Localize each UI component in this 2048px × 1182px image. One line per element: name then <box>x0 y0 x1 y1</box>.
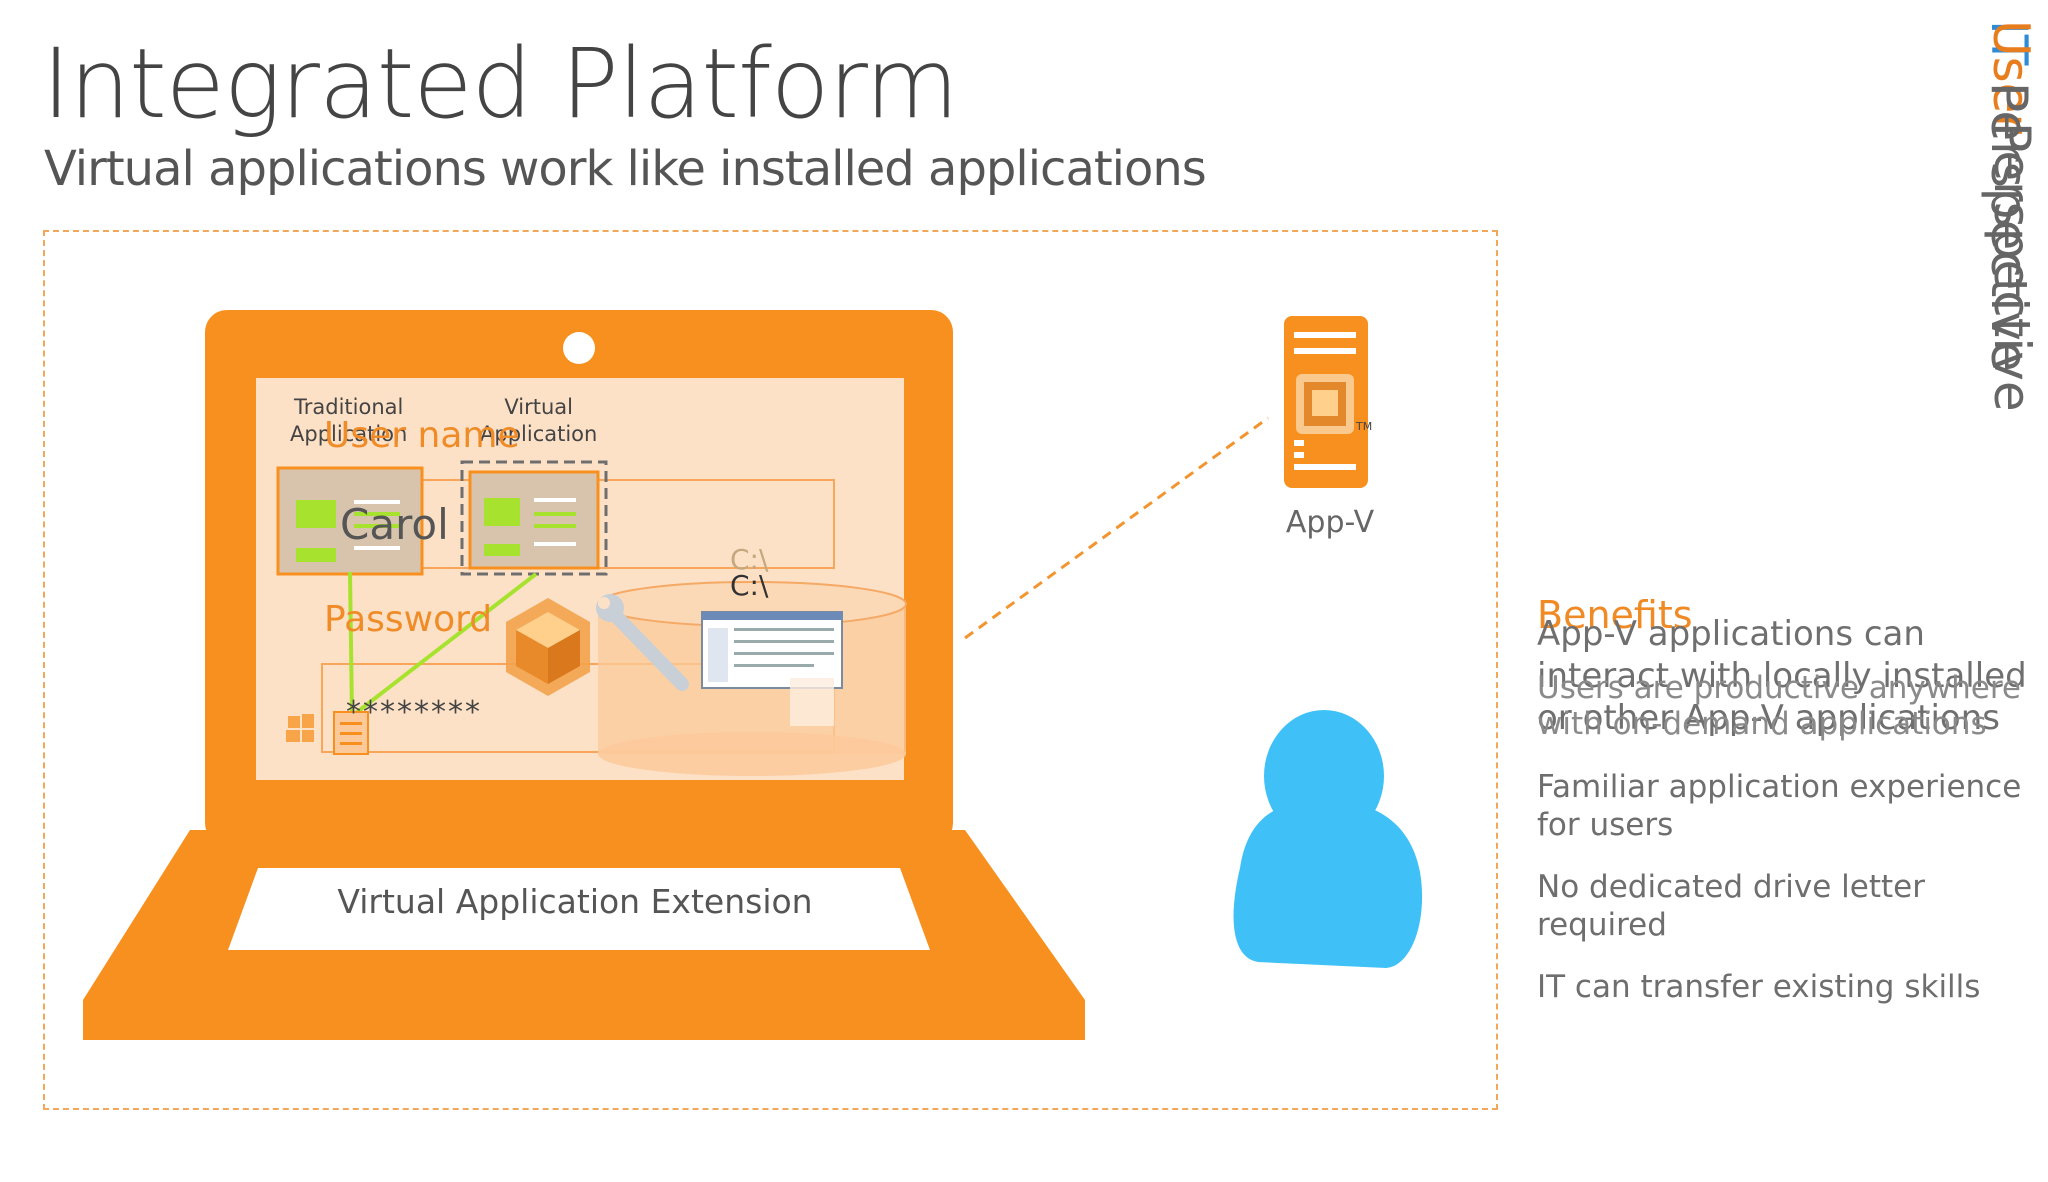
username-value: Carol <box>340 500 449 549</box>
traditional-app-label-line1: Traditional <box>294 395 404 419</box>
virtual-application-extension-label: Virtual Application Extension <box>337 882 813 921</box>
benefits-heading: Benefits <box>1537 593 1693 637</box>
document-icon <box>333 711 369 755</box>
server-connector-line <box>964 416 1269 640</box>
vertical-heading-user: User <box>1982 20 2040 134</box>
vertical-heading-perspective-a: Perspective <box>1980 82 2038 372</box>
vertical-heading-it: IT <box>1980 20 2038 66</box>
appv-server-icon <box>1284 316 1368 488</box>
app-window-icon <box>701 611 843 689</box>
virtual-app-label: Virtual Application <box>480 394 597 448</box>
vertical-heading-perspective-b: Perspective <box>1983 122 2041 412</box>
benefit-overlap-1: App-V applications can <box>1537 614 1925 654</box>
keyboard-area <box>228 868 930 950</box>
traditional-app-box <box>276 466 424 576</box>
traditional-app-label: Traditional Application <box>290 394 407 448</box>
virtual-app-label-line2: Application <box>480 422 598 446</box>
slide-subtitle: Virtual applications work like installed… <box>44 141 1207 197</box>
benefit-overlap-5: with on-demand applications <box>1537 706 1987 742</box>
virtual-app-label-line1: Virtual <box>504 395 573 419</box>
benefit-item-line1: IT can transfer existing skills <box>1537 969 1981 1005</box>
password-value: ******** <box>346 695 482 730</box>
benefit-item: Familiar application experience for user… <box>1537 768 2021 844</box>
diagram-frame <box>43 230 1498 1110</box>
drive-letter-ghost: C:\ <box>730 543 769 576</box>
benefit-overlap-2: interact with locally installed <box>1537 656 2027 696</box>
benefit-item: No dedicated drive letter required <box>1537 868 1925 944</box>
user-icon <box>1233 710 1423 968</box>
webcam-icon <box>563 332 595 364</box>
benefit-item-line2: required <box>1537 907 1667 943</box>
drive-file-icon <box>790 678 834 726</box>
benefit-item-line1: No dedicated drive letter <box>1537 869 1925 905</box>
wrench-icon <box>596 594 689 691</box>
slide-title: Integrated Platform <box>42 28 959 140</box>
password-label: Password <box>324 599 493 640</box>
appv-trademark: TM <box>1356 420 1373 433</box>
traditional-app-label-line2: Application <box>290 422 408 446</box>
app-connection-lines <box>348 571 538 718</box>
appv-label: App-V <box>1285 505 1375 540</box>
virtual-app-box <box>460 460 608 576</box>
benefit-overlap-3: or other App-V applications <box>1537 698 2001 738</box>
benefit-overlap-4: Users are productive anywhere <box>1537 670 2021 706</box>
username-label: User name <box>324 415 520 456</box>
windows-logo-icon <box>286 714 314 742</box>
cube-icon <box>506 598 590 696</box>
benefit-item: IT can transfer existing skills <box>1537 968 1980 1006</box>
drive-letter: C:\ <box>730 569 769 602</box>
vertical-heading: IT User Perspective Perspective <box>1980 20 2041 460</box>
benefit-item-line2: for users <box>1537 807 1674 843</box>
laptop-illustration <box>83 310 1423 1040</box>
benefit-item-line1: Familiar application experience <box>1537 769 2022 805</box>
